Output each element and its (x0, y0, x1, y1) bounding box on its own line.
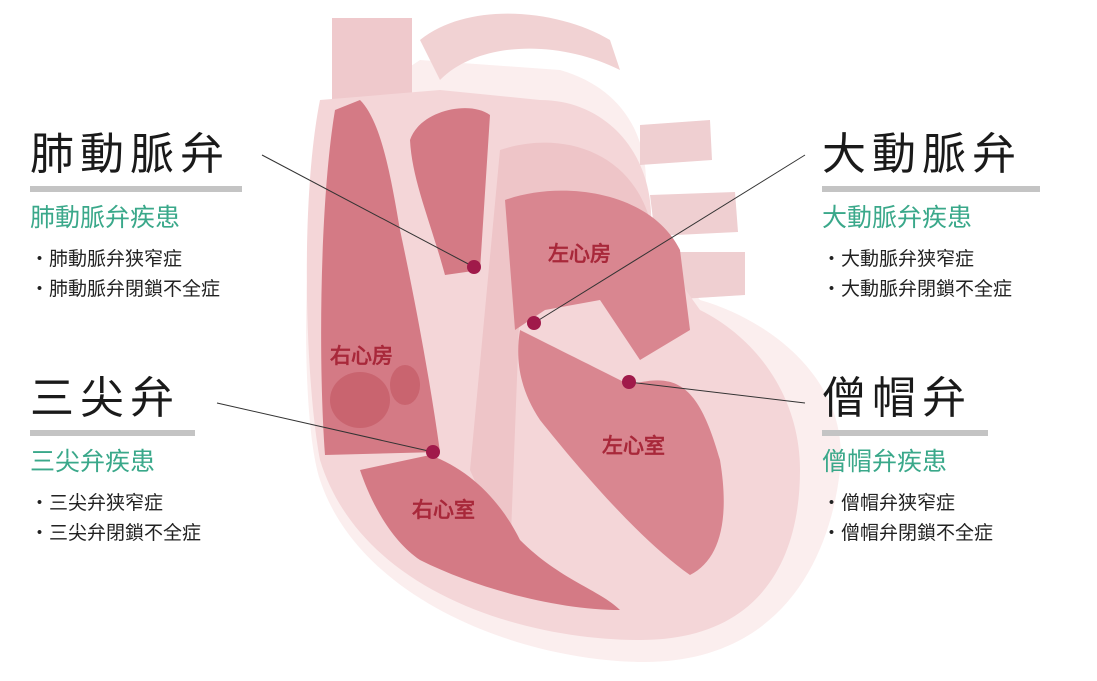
disease-heading: 肺動脈弁疾患 (30, 203, 181, 232)
tricuspid-valve-block: 三尖弁 三尖弁疾患 三尖弁狭窄症三尖弁閉鎖不全症 (30, 374, 201, 548)
leader-line-tricuspid (216, 402, 434, 453)
valve-title: 三尖弁 (30, 373, 180, 424)
leader-line-aortic (533, 154, 806, 324)
disease-item: 大動脈弁狭窄症 (822, 244, 1040, 274)
disease-item: 三尖弁狭窄症 (30, 488, 201, 518)
disease-heading: 僧帽弁疾患 (822, 447, 948, 476)
leader-line-pulmonary (261, 154, 475, 268)
tricuspid-valve-dot (426, 445, 440, 459)
title-underline (30, 430, 195, 436)
label-right-atrium: 右心房 (330, 344, 393, 368)
disease-item: 僧帽弁閉鎖不全症 (822, 518, 993, 548)
label-left-atrium: 左心房 (548, 242, 611, 266)
valve-title: 大動脈弁 (822, 129, 1022, 180)
aortic-valve-block: 大動脈弁 大動脈弁疾患 大動脈弁狭窄症大動脈弁閉鎖不全症 (822, 130, 1040, 304)
mitral-valve-dot (622, 375, 636, 389)
right-atrium (321, 100, 440, 455)
disease-item: 肺動脈弁閉鎖不全症 (30, 274, 242, 304)
pulmonary-trunk (410, 108, 490, 275)
left-atrium (505, 190, 690, 360)
title-underline (30, 186, 242, 192)
valve-title: 肺動脈弁 (30, 129, 230, 180)
pulmonary-valve-dot (467, 260, 481, 274)
right-atrium-fold (330, 372, 390, 428)
title-underline (822, 430, 988, 436)
right-ventricle (360, 455, 620, 610)
aorta (420, 13, 620, 80)
pulmonary-valve-block: 肺動脈弁 肺動脈弁疾患 肺動脈弁狭窄症肺動脈弁閉鎖不全症 (30, 130, 242, 304)
disease-heading: 大動脈弁疾患 (822, 203, 973, 232)
disease-heading: 三尖弁疾患 (30, 447, 156, 476)
disease-item: 三尖弁閉鎖不全症 (30, 518, 201, 548)
label-right-ventricle: 右心室 (412, 498, 475, 522)
left-ventricle (518, 330, 724, 575)
disease-item: 僧帽弁狭窄症 (822, 488, 993, 518)
valve-title: 僧帽弁 (822, 373, 972, 424)
right-atrium-fold (390, 365, 420, 405)
label-left-ventricle: 左心室 (602, 434, 665, 458)
mitral-valve-block: 僧帽弁 僧帽弁疾患 僧帽弁狭窄症僧帽弁閉鎖不全症 (822, 374, 993, 548)
disease-item: 大動脈弁閉鎖不全症 (822, 274, 1040, 304)
leader-line-mitral (628, 381, 806, 404)
disease-item: 肺動脈弁狭窄症 (30, 244, 242, 274)
aortic-valve-dot (527, 316, 541, 330)
title-underline (822, 186, 1040, 192)
